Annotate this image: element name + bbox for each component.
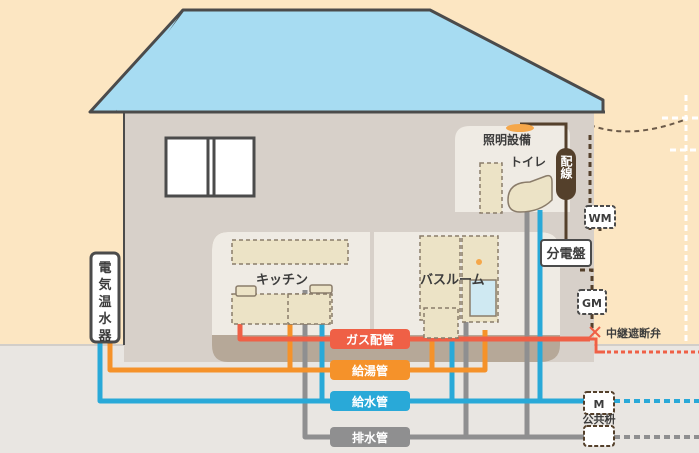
wm-box [584,205,616,229]
drain-pipe-label: 排水管 [352,430,388,445]
wiring-label: 配線 [559,154,573,180]
water-heater-label-1: 電気温水器 [97,261,112,344]
gas-to-main [590,337,605,354]
toilet-label: トイレ [510,155,546,169]
distribution-board-box [540,239,592,267]
room-divider [370,232,374,335]
shower-head-icon [476,259,482,265]
bathroom-label: バスルーム [420,273,485,288]
kitchen-cabinets [231,239,349,325]
kitchen-fixtures [235,284,333,297]
m-label: M [594,398,605,411]
gas-pipe-label: ガス配管 [346,332,394,347]
water-label-pill [330,391,410,411]
hot-water-label-pill [330,360,410,380]
utility-pole [589,95,699,345]
water-heater-label: 電気温水器 [97,261,112,344]
distribution-board-label: 分電盤 [546,246,586,262]
window [164,136,256,198]
floor2-slab [455,212,570,232]
water-pipe-label: 給水管 [352,394,388,409]
light-fixture-icon [506,124,534,132]
bathtub-water [469,279,497,317]
lighting-label: 照明設備 [483,132,531,147]
water-heater-char: 器 [97,329,112,344]
gas-label-pill [330,329,410,349]
toilet-area [479,162,503,214]
water-heater-char: 気 [98,277,111,293]
wiring-pill [556,148,576,200]
toilet-icon [507,174,553,213]
shutoff-valve-label: 中継遮断弁 [606,326,661,340]
water-heater-char: 水 [98,311,112,327]
public-basin-label: 公共枡 [583,412,616,426]
gm-label: GM [582,297,602,310]
gm-box [577,289,607,315]
water-heater-char: 温 [98,295,111,310]
drain-label-pill [330,427,410,447]
hot-water-pipe-label: 給湯管 [352,363,388,378]
bath-fixtures [419,235,499,339]
wm-label: WM [588,212,611,225]
shutoff-valve-icon [589,326,601,338]
water-heater-box [89,251,121,344]
kitchen-label: キッチン [256,273,308,288]
drain-basin-box [583,425,615,447]
m-box [583,391,615,415]
water-heater-char: 電 [98,261,111,276]
